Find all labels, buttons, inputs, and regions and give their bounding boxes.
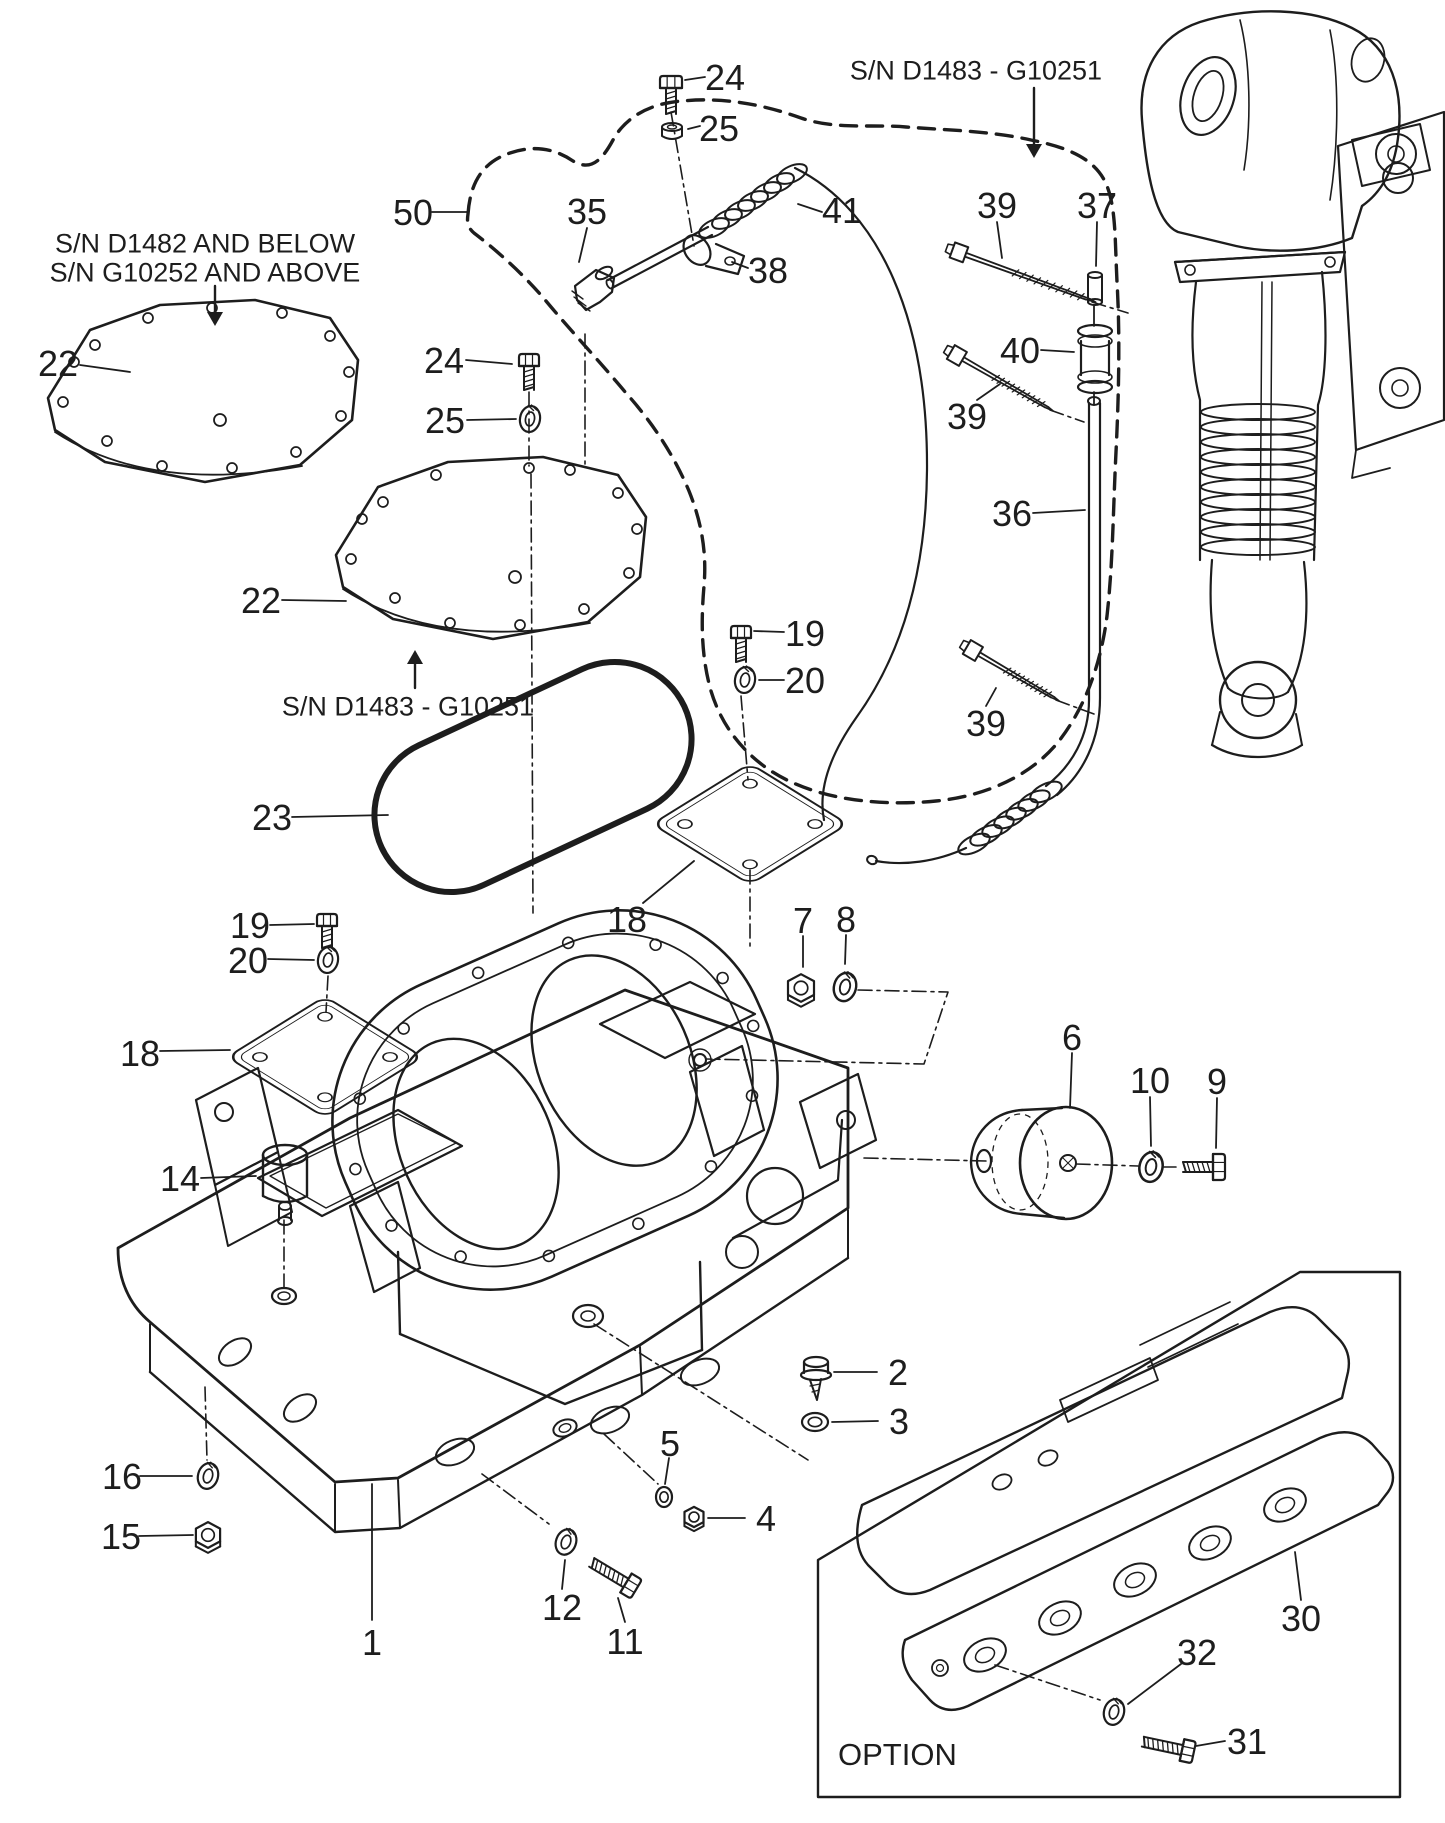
serial-note-left-line1: S/N D1482 AND BELOW	[55, 229, 356, 259]
part-label-10: 10	[1130, 1060, 1170, 1101]
part-label-40: 40	[1000, 330, 1040, 371]
breather-cap-14	[261, 1143, 309, 1226]
part-label-31: 31	[1227, 1721, 1267, 1762]
serial-note-top: S/N D1483 - G10251	[850, 56, 1102, 86]
hex-bolt	[729, 624, 753, 663]
part-label-37: 37	[1077, 185, 1117, 226]
lock-washer	[316, 945, 340, 975]
hex-nut	[194, 1521, 222, 1554]
part-label-30: 30	[1281, 1598, 1321, 1639]
part-label-18-b: 18	[607, 899, 647, 940]
part-label-38: 38	[748, 250, 788, 291]
part-label-14: 14	[160, 1158, 200, 1199]
option-box: OPTION	[816, 1270, 1402, 1799]
part-label-50: 50	[393, 192, 433, 233]
hex-bolt	[315, 912, 339, 949]
part-label-20-a: 20	[228, 940, 268, 981]
hex-bolt	[588, 1557, 643, 1599]
dashed-boundary-50	[465, 98, 1121, 805]
part-label-9: 9	[1207, 1061, 1227, 1102]
option-box-label: OPTION	[838, 1737, 957, 1772]
part-label-19-a: 19	[230, 905, 270, 946]
part-label-22-a: 22	[38, 343, 78, 384]
part-label-39-b: 39	[947, 396, 987, 437]
serial-note-left-line2: S/N G10252 AND ABOVE	[50, 258, 361, 288]
part-label-18-a: 18	[120, 1033, 160, 1074]
nut-side	[661, 122, 683, 140]
cable-assembly	[571, 166, 1114, 866]
gasket-23	[371, 658, 695, 896]
handle-assembly	[1140, 10, 1445, 759]
callout-arrow	[407, 650, 423, 664]
lock-washer	[733, 665, 757, 695]
hex-bolt	[658, 74, 684, 115]
callout-arrow	[207, 312, 223, 326]
part-label-24-b: 24	[424, 340, 464, 381]
part-label-15: 15	[101, 1516, 141, 1557]
part-label-7: 7	[793, 900, 813, 941]
cable-tie	[944, 241, 1097, 303]
lock-washer	[554, 1527, 578, 1556]
cable-tie	[958, 639, 1060, 702]
hex-nut	[786, 973, 816, 1008]
part-label-8: 8	[836, 899, 856, 940]
part-label-23: 23	[252, 797, 292, 838]
part-label-32: 32	[1177, 1632, 1217, 1673]
cover-plate-22-a	[46, 298, 360, 484]
part-label-25-top: 25	[699, 108, 739, 149]
drain-plug-2	[799, 1355, 833, 1401]
part-label-5: 5	[660, 1423, 680, 1464]
hex-bolt	[1182, 1152, 1227, 1182]
part-label-41: 41	[822, 190, 862, 231]
hex-bolt	[517, 352, 541, 391]
cover-plate-22-b	[334, 455, 648, 641]
lock-washer	[1102, 1697, 1126, 1726]
part-label-24-top: 24	[705, 57, 745, 98]
part-label-6: 6	[1062, 1017, 1082, 1058]
lock-washer	[196, 1461, 220, 1490]
lock-washer	[518, 404, 542, 434]
rubber-mount-6	[969, 1105, 1114, 1221]
part-label-25-b: 25	[425, 400, 465, 441]
base-plate-1	[116, 980, 878, 1534]
part-label-20-b: 20	[785, 660, 825, 701]
flat-washer	[654, 1485, 674, 1509]
part-label-4: 4	[756, 1498, 776, 1539]
part-label-35: 35	[567, 191, 607, 232]
callout-arrow	[1026, 144, 1042, 158]
part-label-11: 11	[606, 1621, 643, 1662]
lock-washer	[832, 971, 858, 1003]
part-artwork-layer	[46, 10, 1445, 1764]
cover-plate-18	[231, 999, 419, 1115]
lock-washer	[1138, 1150, 1164, 1184]
hex-nut	[683, 1505, 705, 1533]
part-label-36: 36	[992, 493, 1032, 534]
part-label-39-c: 39	[966, 703, 1006, 744]
leader-lines	[79, 76, 1302, 1747]
part-label-3: 3	[889, 1401, 909, 1442]
part-label-2: 2	[888, 1352, 908, 1393]
part-label-22-b: 22	[241, 580, 281, 621]
part-label-19-b: 19	[785, 613, 825, 654]
serial-note-mid: S/N D1483 - G10251	[282, 692, 534, 722]
part-label-16: 16	[102, 1456, 142, 1497]
hex-bolt	[1140, 1735, 1197, 1764]
part-label-39-a: 39	[977, 185, 1017, 226]
cover-plate-18	[656, 766, 844, 882]
gearbox-flange	[331, 909, 779, 1291]
projection-lines	[204, 111, 1177, 1701]
part-label-12: 12	[542, 1587, 582, 1628]
part-label-1: 1	[362, 1622, 382, 1663]
flat-washer	[800, 1411, 830, 1433]
